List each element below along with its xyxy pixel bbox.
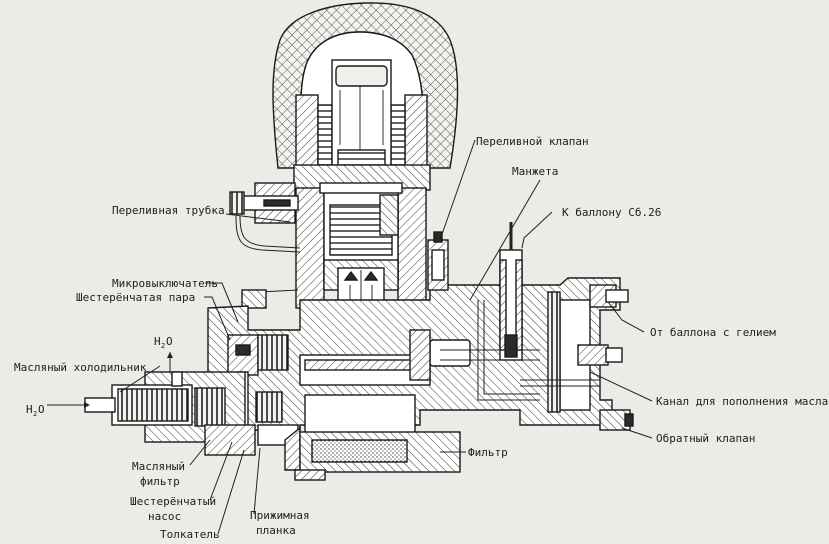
svg-text:O: O — [38, 403, 45, 416]
label-water-top: H 2 O — [154, 335, 173, 350]
label-to-cylinder: К баллону Сб.26 — [562, 206, 661, 219]
leader-lines — [47, 139, 653, 535]
label-overflow-tube: Переливная трубка — [112, 204, 225, 217]
left-pipe — [241, 289, 299, 309]
cylinder-valve — [499, 222, 523, 361]
label-oil-cooler: Масляный холодильник — [14, 361, 147, 374]
svg-text:2: 2 — [161, 342, 165, 350]
label-clamp-line2: планка — [256, 524, 296, 537]
svg-text:2: 2 — [33, 410, 37, 418]
label-filter: Фильтр — [468, 446, 508, 459]
svg-text:O: O — [166, 335, 173, 348]
label-microswitch: Микровыключатель — [112, 277, 218, 290]
label-pusher: Толкатель — [160, 528, 220, 541]
label-gear-pump-line2: насос — [148, 510, 181, 523]
piston-block — [295, 182, 427, 360]
overflow-tube-assembly — [229, 182, 301, 253]
labels: Переливной клапан Манжета К баллону Сб.2… — [14, 135, 828, 541]
overflow-valve — [427, 231, 449, 291]
bottom-filter — [284, 394, 461, 481]
pump-filter — [204, 391, 299, 456]
svg-text:H: H — [26, 403, 33, 416]
label-overflow-valve: Переливной клапан — [476, 135, 589, 148]
label-oil-channel: Канал для пополнения масла — [656, 395, 828, 408]
label-gear-pump-line1: Шестерёнчатый — [130, 495, 216, 508]
label-water-left: H 2 O — [26, 403, 45, 418]
label-clamp-line1: Прижимная — [250, 509, 310, 522]
label-cuff: Манжета — [512, 165, 558, 178]
label-oil-filter-line2: фильтр — [140, 475, 180, 488]
svg-text:H: H — [154, 335, 161, 348]
label-check-valve: Обратный клапан — [656, 432, 755, 445]
label-oil-filter-line1: Масляный — [132, 460, 185, 473]
right-fittings — [577, 284, 634, 431]
label-from-helium: От баллона с гелием — [650, 326, 776, 339]
label-gear-pair: Шестерёнчатая пара — [76, 291, 195, 304]
